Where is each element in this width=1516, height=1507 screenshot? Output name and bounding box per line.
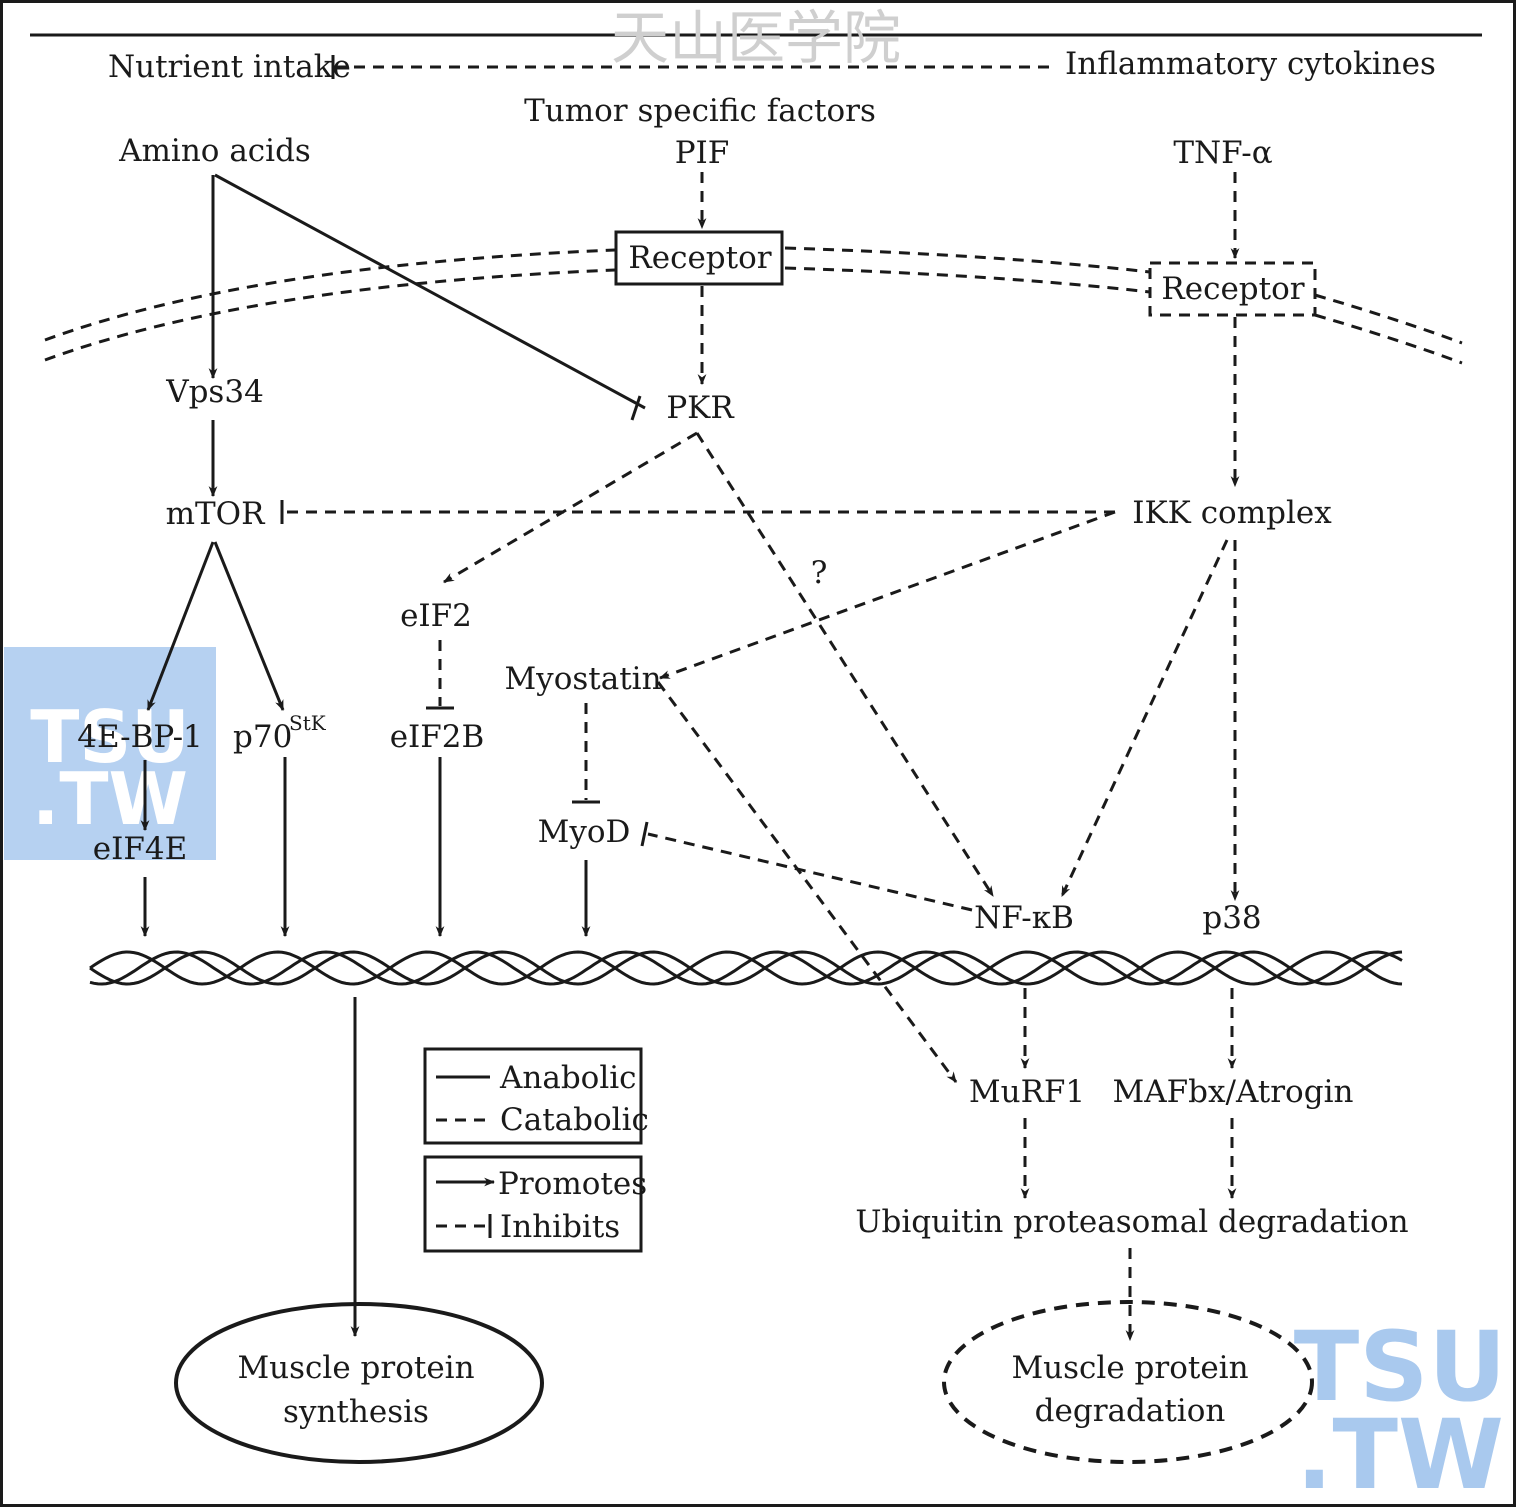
- legend-catabolic-label: Catabolic: [500, 1102, 649, 1138]
- node-mtor: mTOR: [166, 496, 266, 532]
- membrane-inner-middle: [784, 266, 1151, 294]
- node-tnf-alpha: TNF-α: [1173, 135, 1272, 171]
- node-4e-bp-1: 4E-BP-1: [77, 719, 203, 755]
- watermark-right-tsu: TSU: [1294, 1311, 1507, 1423]
- membrane-outer-right: [1314, 293, 1463, 345]
- dna-strand: [89, 950, 1403, 986]
- node-pkr: PKR: [666, 390, 735, 426]
- node-p70: p70: [233, 719, 292, 755]
- inflammatory-cytokines-label: Inflammatory cytokines: [1065, 46, 1436, 82]
- node-myostatin: Myostatin: [504, 661, 661, 697]
- degradation-ellipse: [942, 1300, 1314, 1464]
- node-eif4e: eIF4E: [93, 831, 187, 867]
- node-vps34: Vps34: [165, 374, 264, 410]
- node-p70-superscript: StK: [289, 711, 327, 735]
- synthesis-line-1: Muscle protein: [237, 1350, 474, 1386]
- tumor-specific-factors-label: Tumor specific factors: [524, 93, 876, 129]
- nutrient-intake-label: Nutrient intake: [108, 49, 351, 85]
- synthesis-line-2: synthesis: [283, 1394, 429, 1430]
- watermark-left-tw: .TW: [32, 757, 188, 841]
- node-question-mark: ?: [811, 555, 828, 591]
- degradation-line-1: Muscle protein: [1011, 1350, 1248, 1386]
- edge-mtor-to-p70: [213, 541, 285, 712]
- watermark-chinese: 天山医学院: [611, 4, 901, 72]
- edge-pkr-to-eif2: [443, 431, 698, 584]
- legend-anabolic-label: Anabolic: [499, 1060, 637, 1096]
- legend-inhibits-label: Inhibits: [500, 1209, 620, 1245]
- receptor-pif-box: [614, 230, 784, 286]
- dna-helix: [89, 950, 1403, 986]
- membrane-outer-left: [44, 248, 616, 342]
- degradation-line-2: degradation: [1035, 1393, 1226, 1429]
- node-amino-acids: Amino acids: [118, 133, 311, 169]
- node-receptor-tnf: Receptor: [1161, 271, 1304, 307]
- node-ikk-complex: IKK complex: [1132, 495, 1332, 531]
- edge-ikk-to-nfkb: [1060, 539, 1229, 897]
- edge-mtor-to-4ebp1: [146, 541, 215, 712]
- dna-strand: [89, 950, 1403, 986]
- synthesis-ellipse: [174, 1302, 544, 1464]
- legend-promotes-label: Promotes: [498, 1166, 647, 1202]
- membrane-inner-left: [44, 268, 616, 362]
- pkr-inhibit-bar: [630, 395, 642, 421]
- edge-ikk-to-myostatin: [658, 510, 1116, 680]
- legend-arrow-style-box: [423, 1155, 643, 1253]
- node-murf1: MuRF1: [969, 1074, 1085, 1110]
- node-p38: p38: [1202, 900, 1261, 936]
- edge-amino-inhibits-pkr: [214, 173, 646, 410]
- legend-line-style: Anabolic Catabolic: [423, 1047, 649, 1145]
- node-myod: MyoD: [538, 814, 631, 850]
- dna-strand: [89, 950, 1403, 986]
- node-mafbx-atrogin: MAFbx/Atrogin: [1113, 1074, 1354, 1110]
- node-pif: PIF: [675, 135, 730, 171]
- edge-pkr-to-nfkb: [695, 432, 995, 897]
- node-receptor-pif: Receptor: [628, 240, 771, 276]
- edge-myostatin-to-murf1: [656, 681, 958, 1083]
- node-eif2b: eIF2B: [390, 719, 485, 755]
- node-nf-kb: NF-κB: [974, 900, 1074, 936]
- node-ubiquitin-proteasomal-degradation: Ubiquitin proteasomal degradation: [855, 1204, 1408, 1240]
- legend-arrow-style: Promotes Inhibits: [423, 1155, 647, 1253]
- receptor-tnf-box: [1148, 261, 1317, 317]
- myod-nfkb-inhibit-bar: [640, 821, 649, 847]
- membrane-inner-right: [1314, 313, 1463, 365]
- watermark-right-tw: .TW: [1296, 1399, 1504, 1507]
- watermark-left-tsu: TSU: [30, 695, 189, 779]
- edge-nfkb-inhibits-myod: [647, 832, 973, 912]
- node-eif2: eIF2: [400, 598, 472, 634]
- watermark-right: TSU .TW: [1294, 1311, 1507, 1507]
- membrane-outer-middle: [784, 246, 1151, 274]
- legend-line-style-box: [423, 1047, 643, 1145]
- watermark-left: TSU .TW: [4, 647, 216, 860]
